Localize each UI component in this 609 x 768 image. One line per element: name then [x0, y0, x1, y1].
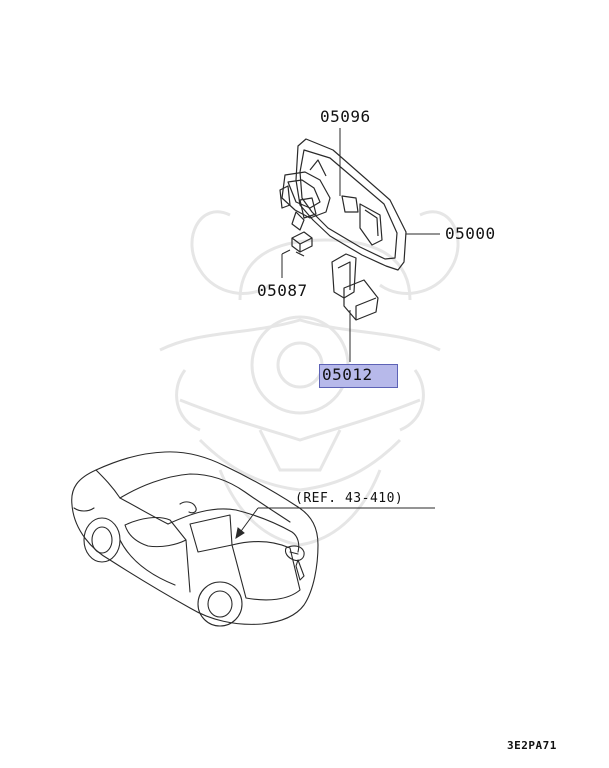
leader-05087-tick — [281, 249, 291, 255]
figure-code: 3E2PA71 — [507, 739, 557, 752]
reference-link[interactable]: (REF. 43-410) — [295, 491, 404, 506]
part-number-05000[interactable]: 05000 — [445, 224, 496, 243]
ref-arrow-head — [235, 527, 245, 540]
part-number-05087[interactable]: 05087 — [257, 281, 308, 300]
highlight-05012 — [319, 364, 398, 388]
lid-bracket — [331, 253, 379, 321]
samurai-helmet-watermark-icon — [159, 210, 460, 547]
screw — [291, 231, 313, 257]
part-number-05012[interactable]: 05012 — [322, 365, 373, 384]
part-number-05096[interactable]: 05096 — [320, 107, 371, 126]
leader-lines — [235, 128, 440, 540]
vehicle-outline — [71, 451, 319, 627]
fuel-lid-hinge — [279, 159, 331, 231]
fuel-lid-panel — [295, 138, 407, 271]
